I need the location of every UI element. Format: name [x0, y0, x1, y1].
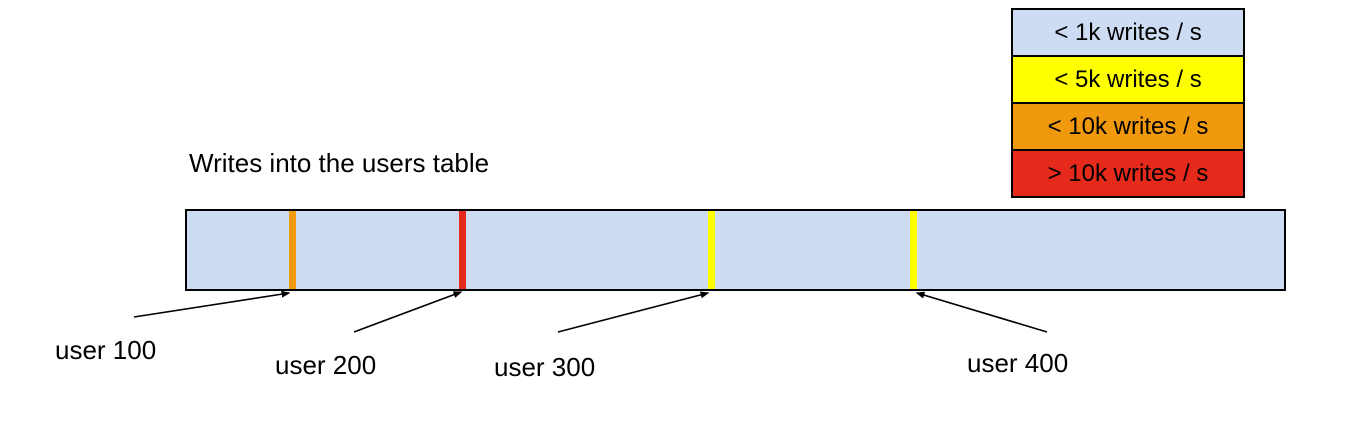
arrow-user-200 — [353, 291, 463, 333]
arrow-user-300 — [557, 291, 710, 333]
label-user-400: user 400 — [967, 348, 1069, 378]
hotspot-stripe-user-200 — [459, 211, 466, 289]
write-rate-legend: < 1k writes / s < 5k writes / s < 10k wr… — [1011, 8, 1245, 198]
hotspot-stripe-user-100 — [289, 211, 296, 289]
legend-item-lt-5k: < 5k writes / s — [1011, 55, 1245, 104]
arrow-user-400 — [915, 291, 1048, 333]
legend-item-lt-1k: < 1k writes / s — [1011, 8, 1245, 57]
arrow-user-100 — [133, 290, 291, 318]
diagram-title: Writes into the users table — [189, 148, 490, 178]
hotspot-stripe-user-400 — [910, 211, 917, 289]
label-user-200: user 200 — [275, 350, 377, 380]
legend-item-lt-10k: < 10k writes / s — [1011, 102, 1245, 151]
label-user-300: user 300 — [494, 352, 596, 382]
users-table-bar — [185, 209, 1286, 291]
label-user-100: user 100 — [55, 335, 157, 365]
hotspot-stripe-user-300 — [708, 211, 715, 289]
legend-item-gt-10k: > 10k writes / s — [1011, 149, 1245, 198]
